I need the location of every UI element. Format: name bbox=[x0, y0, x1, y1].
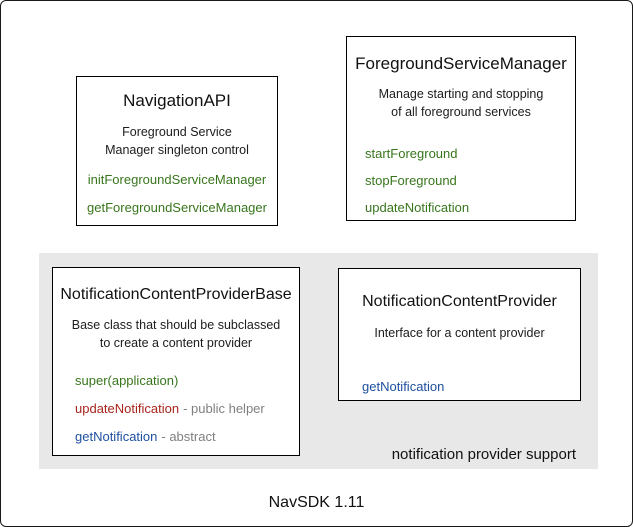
method-list: initForegroundServiceManager getForegrou… bbox=[77, 173, 277, 214]
method-annotation: - abstract bbox=[161, 428, 216, 444]
method-name: updateNotification bbox=[75, 400, 180, 416]
class-box-foreground-service-manager: ForegroundServiceManager Manage starting… bbox=[346, 36, 576, 221]
class-title-navigation-api: NavigationAPI bbox=[123, 91, 231, 110]
method-initForegroundServiceManager: initForegroundServiceManager bbox=[87, 171, 267, 187]
class-title-foreground-service-manager: ForegroundServiceManager bbox=[355, 54, 567, 73]
class-description-notification-content-provider: Interface for a content provider bbox=[374, 325, 545, 340]
method-name: getNotification bbox=[75, 428, 158, 444]
class-description-navigation-api: Foreground Service Manager singleton con… bbox=[105, 124, 249, 157]
method-stopForeground: stopForeground bbox=[365, 172, 457, 188]
method-updateNotification: updateNotification bbox=[365, 199, 470, 215]
notification-provider-group: NotificationContentProviderBase Base cla… bbox=[39, 253, 598, 469]
class-box-notification-content-provider: NotificationContentProvider Interface fo… bbox=[338, 268, 581, 401]
method-getForegroundServiceManager: getForegroundServiceManager bbox=[87, 199, 267, 215]
class-box-navigation-api: NavigationAPI Foreground Service Manager… bbox=[76, 76, 278, 226]
method-super-application: super(application) bbox=[75, 374, 299, 387]
method-startForeground: startForeground bbox=[365, 145, 458, 161]
group-label: notification provider support bbox=[391, 446, 576, 463]
class-box-notification-content-provider-base: NotificationContentProviderBase Base cla… bbox=[52, 267, 300, 456]
method-name: super(application) bbox=[75, 372, 179, 388]
method-updateNotification: updateNotification- public helper bbox=[75, 402, 299, 415]
method-list: startForeground stopForeground updateNot… bbox=[347, 147, 575, 214]
class-description-foreground-service-manager: Manage starting and stopping of all fore… bbox=[378, 86, 544, 119]
class-description-notification-content-provider-base: Base class that should be subclassed to … bbox=[71, 317, 281, 350]
method-annotation: - public helper bbox=[183, 400, 265, 416]
class-title-notification-content-provider: NotificationContentProvider bbox=[362, 293, 557, 310]
diagram-title: NavSDK 1.11 bbox=[268, 494, 365, 511]
method-list: super(application) updateNotification- p… bbox=[53, 374, 299, 443]
method-getNotification: getNotification bbox=[362, 378, 445, 394]
method-getNotification: getNotification- abstract bbox=[75, 430, 299, 443]
method-list: getNotification bbox=[339, 380, 580, 393]
class-title-notification-content-provider-base: NotificationContentProviderBase bbox=[60, 286, 292, 303]
